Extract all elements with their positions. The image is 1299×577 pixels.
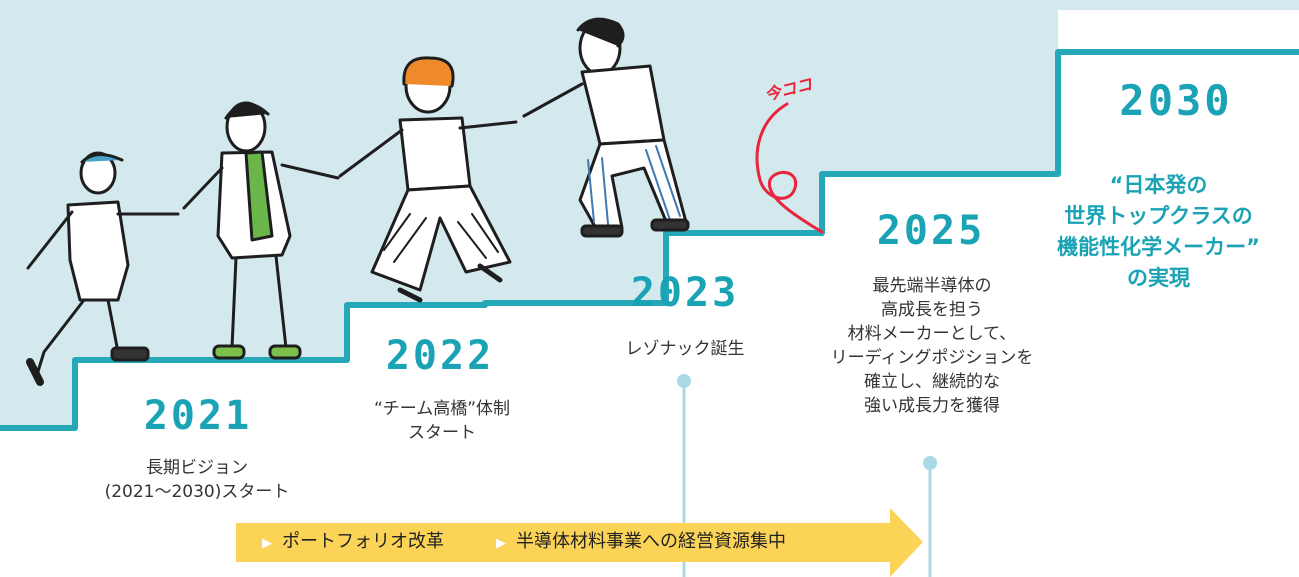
milestone-year-2022: 2022 bbox=[385, 333, 495, 379]
milestone-desc-2022: “チーム高橋”体制 スタート bbox=[373, 399, 511, 443]
timeline-2023-dot bbox=[677, 374, 691, 388]
progress-arrow bbox=[236, 508, 923, 577]
people-figures bbox=[26, 17, 690, 386]
person-2-figure bbox=[182, 101, 340, 360]
milestone-year-2025: 2025 bbox=[876, 208, 986, 254]
arrow-item-semiconductor: ▶ 半導体材料事業への経営資源集中 bbox=[496, 522, 786, 562]
sky-background bbox=[0, 0, 1299, 428]
arrow-item-portfolio: ▶ ポートフォリオ改革 bbox=[262, 522, 444, 562]
triangle-bullet-icon: ▶ bbox=[496, 536, 506, 551]
arrow-item-label: ポートフォリオ改革 bbox=[282, 531, 444, 552]
goal-year-2030: 2030 bbox=[1119, 76, 1233, 125]
milestone-year-2023: 2023 bbox=[630, 270, 740, 316]
timeline-2025-dot bbox=[923, 456, 937, 470]
arrow-item-label: 半導体材料事業への経営資源集中 bbox=[516, 531, 786, 552]
person-1-figure bbox=[26, 151, 180, 386]
now-marker-swirl bbox=[755, 102, 824, 234]
person-4-figure bbox=[522, 17, 690, 238]
milestone-desc-2021: 長期ビジョン (2021〜2030)スタート bbox=[104, 458, 290, 502]
milestone-year-2021: 2021 bbox=[143, 393, 253, 439]
goal-statement: “日本発の 世界トップクラスの 機能性化学メーカー” の実現 bbox=[1057, 173, 1260, 290]
milestone-desc-2025: 最先端半導体の 高成長を担う 材料メーカーとして、 リーディングポジションを 確… bbox=[830, 276, 1034, 416]
triangle-bullet-icon: ▶ bbox=[262, 536, 272, 551]
milestone-desc-2023: レゾナック誕生 bbox=[625, 339, 745, 359]
person-3-figure bbox=[338, 56, 518, 303]
